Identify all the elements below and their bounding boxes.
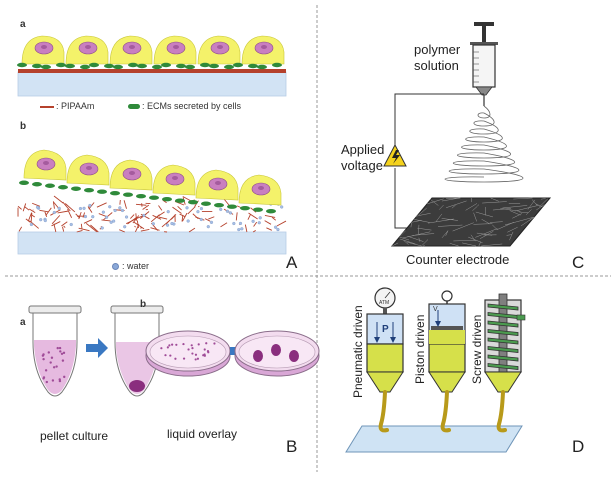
ecm-dot <box>65 63 75 69</box>
ecm-dot <box>41 64 51 70</box>
ecm-dot <box>32 63 42 69</box>
ecm-dot <box>32 182 42 187</box>
ecm-dot <box>227 204 237 209</box>
counter-electrode-mat <box>390 197 552 247</box>
gauge-label: ATM <box>379 300 390 306</box>
ecm-dot <box>176 63 186 69</box>
pipaam-mesh-b <box>17 195 287 233</box>
ecm-b <box>19 180 276 214</box>
ecm-dot <box>161 62 171 68</box>
pneumatic-nozzle <box>366 287 404 433</box>
ecm-a <box>17 62 282 70</box>
print-platform <box>345 425 523 453</box>
dish-before <box>145 330 231 377</box>
ecm-dot <box>201 201 211 206</box>
ecm-dot <box>19 180 29 185</box>
ecm-dot <box>214 202 224 208</box>
legend-water: : water <box>112 262 149 271</box>
panel-a-sub-b: b <box>20 121 27 132</box>
screw-nozzle <box>484 293 526 433</box>
legend-pipaam-text: : PIPAAm <box>56 101 95 111</box>
substrate-a <box>17 71 287 97</box>
legend-water-text: : water <box>122 261 150 271</box>
applied-voltage-label: Applied voltage <box>341 142 385 174</box>
water-legend-icon <box>112 263 119 271</box>
screw-driven-label: Screw driven <box>470 314 484 384</box>
ecm-dot <box>162 197 172 202</box>
ecm-dot <box>17 62 27 68</box>
ecm-dot <box>200 62 210 68</box>
cell-sheet-b <box>23 149 282 206</box>
ecm-dot <box>71 186 81 191</box>
ecm-dot <box>97 189 107 194</box>
ecm-dot <box>89 62 99 68</box>
ecm-dot <box>80 64 90 70</box>
ecm-dot <box>56 62 66 68</box>
panel-d-artwork <box>345 287 526 453</box>
legend-pipaam: : PIPAAm <box>40 102 94 111</box>
ecm-dot <box>224 64 234 70</box>
pipaam-layer-a <box>18 69 286 73</box>
ecm-dot <box>152 64 162 70</box>
panel-a-artwork <box>17 35 287 255</box>
piston-nozzle <box>428 290 466 433</box>
cell-sheet-a <box>21 35 285 65</box>
dish-after <box>234 330 320 377</box>
ecm-dot <box>272 62 282 68</box>
ecm-dot <box>84 188 94 193</box>
panel-c-artwork <box>383 22 552 247</box>
panel-a-label: A <box>286 253 298 272</box>
panel-a-sub-a: a <box>20 19 26 30</box>
ecm-dot <box>58 185 68 190</box>
ecm-dot <box>136 194 146 199</box>
syringe <box>470 22 498 106</box>
caption-pellet-culture: pellet culture <box>40 429 109 443</box>
ecm-dot <box>45 183 55 188</box>
water-b <box>29 202 284 232</box>
ecm-dot <box>266 208 276 214</box>
panel-c-label: C <box>572 253 585 272</box>
ecm-dot <box>113 64 123 70</box>
panel-dividers <box>5 5 611 472</box>
pneumatic-driven-label: Pneumatic driven <box>351 305 365 398</box>
panel-b-artwork <box>28 305 320 397</box>
ecm-dot <box>137 63 147 69</box>
voltage-warning-icon <box>383 143 407 167</box>
piston-driven-label: Piston driven <box>413 314 427 384</box>
legend-ecm-text: : ECMs secreted by cells <box>142 101 242 111</box>
ecm-dot <box>149 195 159 200</box>
substrate-b <box>17 231 287 255</box>
spiral-jet <box>444 105 524 183</box>
ecm-dot <box>104 63 114 69</box>
volume-symbol: V <box>433 306 438 313</box>
panel-b-sub-b: b <box>140 299 147 310</box>
panel-d-label: D <box>572 437 585 456</box>
ecm-dot <box>240 205 250 211</box>
ecm-dot <box>175 198 185 203</box>
ecm-dot <box>123 192 133 197</box>
panel-b-sub-a: a <box>20 317 26 328</box>
tube-before <box>28 305 82 397</box>
pipaam-legend-icon <box>40 105 54 108</box>
ecm-dot <box>248 63 258 69</box>
ecm-dot <box>128 62 138 68</box>
pressure-symbol: P <box>382 324 389 335</box>
ecm-dot <box>257 64 267 70</box>
ecm-dot <box>110 191 120 196</box>
counter-electrode-label: Counter electrode <box>406 252 510 267</box>
ecm-dot <box>185 64 195 70</box>
ecm-dot <box>209 63 219 69</box>
ecm-dot <box>253 207 263 212</box>
ecm-dot <box>188 199 198 205</box>
polymer-solution-label: polymer solution <box>414 42 461 74</box>
ecm-dot <box>233 62 243 68</box>
arrow-b-a <box>86 338 108 358</box>
caption-liquid-overlay: liquid overlay <box>167 427 238 441</box>
legend-ecm: : ECMs secreted by cells <box>128 102 241 111</box>
ecm-legend-icon <box>128 104 140 110</box>
panel-b-label: B <box>286 437 298 456</box>
